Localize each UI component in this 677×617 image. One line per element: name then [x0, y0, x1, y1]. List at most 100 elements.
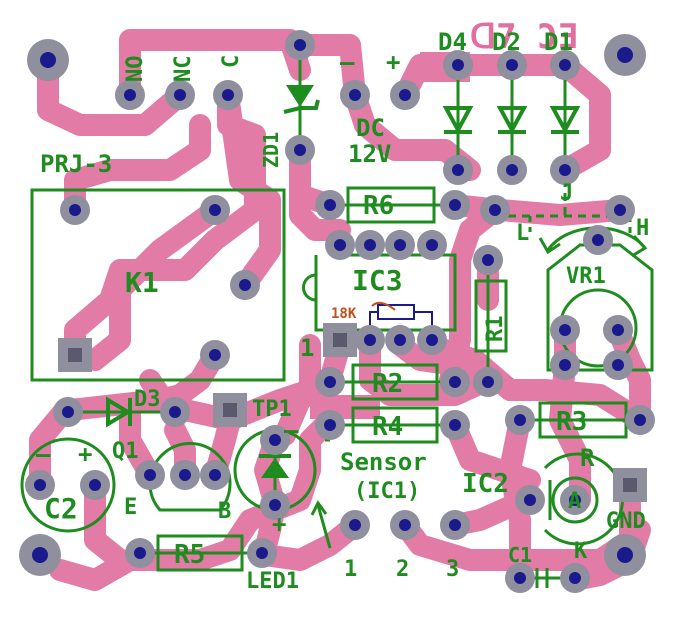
power-voltage-label: 12V: [348, 140, 391, 168]
pad-hole: [34, 479, 46, 491]
pad-hole: [179, 469, 191, 481]
ic3-notch: [302, 273, 317, 302]
c1-label: C1: [508, 543, 532, 567]
added-resistor-arrow: [371, 301, 396, 311]
d3-symbol: [106, 396, 132, 428]
diode-d1-label: D1: [544, 28, 573, 56]
c2-reference: C2: [44, 492, 78, 525]
pad-hole: [569, 572, 581, 584]
vr1-reference: VR1: [566, 264, 606, 289]
pad-hole: [452, 59, 464, 71]
jumper-arrow-right: [631, 234, 648, 258]
added-resistor-label: 18K: [331, 306, 357, 322]
pad-hole: [399, 519, 411, 531]
c2-outline: [20, 437, 116, 533]
jumper-right-label: H: [636, 216, 649, 241]
power-dc-label: DC: [356, 114, 385, 142]
jumper-left-label: L: [516, 221, 529, 246]
zener-reference: ZD1: [259, 132, 283, 168]
relay-title: PRJ-3: [40, 150, 112, 178]
pad-hole: [617, 547, 633, 563]
trace: [84, 199, 226, 371]
pad-hole: [40, 52, 56, 68]
ic3-outline: [314, 253, 457, 332]
pad-hole: [634, 414, 646, 426]
pad-hole: [222, 89, 234, 101]
q1-reference: Q1: [112, 439, 139, 464]
trace: [64, 114, 211, 221]
sensor-sublabel: (IC1): [354, 479, 420, 504]
trace: [217, 84, 281, 296]
sensor-label: Sensor: [340, 448, 427, 476]
d1-symbol: [549, 106, 581, 135]
ic3-pin-one: 1: [300, 334, 314, 362]
r4-label: R4: [372, 412, 403, 442]
pad-hole: [124, 89, 136, 101]
c2-plus-label: +: [78, 440, 92, 468]
pad-hole: [324, 199, 336, 211]
diode-d4-label: D4: [438, 28, 467, 56]
trace: [274, 334, 351, 446]
pad-hole: [269, 499, 281, 511]
pad-hole: [134, 547, 146, 559]
pad-hole: [174, 89, 186, 101]
pad-hole: [349, 519, 361, 531]
pad-hole: [449, 419, 461, 431]
trace: [444, 194, 631, 226]
pad-hole: [569, 494, 581, 506]
pad-hole: [452, 164, 464, 176]
pad-hole: [426, 334, 438, 346]
filled-symbols: [259, 85, 320, 478]
sensor-pin-2: 2: [396, 557, 409, 582]
power-minus: –: [340, 48, 355, 76]
pad-hole: [514, 414, 526, 426]
ic2-anode-ring: [551, 476, 599, 524]
d3-label: D3: [134, 387, 161, 412]
diode-d2-label: D2: [492, 28, 521, 56]
r6-label: R6: [363, 191, 394, 221]
pad-hole: [324, 419, 336, 431]
trace: [289, 34, 366, 106]
pad-hole: [559, 324, 571, 336]
diode-symbols: [106, 106, 581, 428]
trace: [37, 49, 191, 136]
pad-hole: [592, 234, 604, 246]
jumper-arrow-left: [538, 237, 561, 255]
pad-hole: [294, 144, 306, 156]
led-pointer-head: [310, 500, 328, 516]
pad-hole: [144, 469, 156, 481]
pad-hole: [324, 376, 336, 388]
square-pad-center: [68, 348, 82, 362]
pad-hole: [449, 376, 461, 388]
power-plus: +: [386, 48, 400, 76]
pad-hole: [559, 59, 571, 71]
pad-hole: [482, 254, 494, 266]
trace: [419, 334, 651, 431]
pad-hole: [294, 39, 306, 51]
pad-hole: [62, 406, 74, 418]
pad-hole: [89, 479, 101, 491]
ic2-k-label: K: [574, 539, 588, 564]
ic2-r-label: R: [580, 444, 595, 472]
trace: [64, 84, 266, 366]
ic2-reference: IC2: [462, 469, 509, 499]
silkscreen-text: NO NC C PRJ-3 K1 – + DC 12V ZD1 D4 D2 D1…: [36, 28, 649, 594]
pad-hole: [426, 239, 438, 251]
pad-hole: [364, 334, 376, 346]
zd1-bar: [283, 99, 320, 114]
r5-label: R5: [174, 540, 205, 570]
pad-hole: [394, 239, 406, 251]
pad-hole: [506, 59, 518, 71]
pad-hole: [209, 469, 221, 481]
sensor-pin-3: 3: [446, 557, 459, 582]
pad-hole: [169, 406, 181, 418]
ic2-a-label: A: [568, 489, 581, 514]
pads: [19, 30, 655, 593]
pad-hole: [209, 349, 221, 361]
relay-pin-no: NO: [123, 56, 148, 83]
mirrored-label: ᗡ7 ϽƎ: [470, 17, 578, 57]
led-minus-label: –: [284, 416, 299, 444]
r2-label: R2: [372, 369, 403, 399]
q1-base-label: B: [218, 499, 231, 524]
